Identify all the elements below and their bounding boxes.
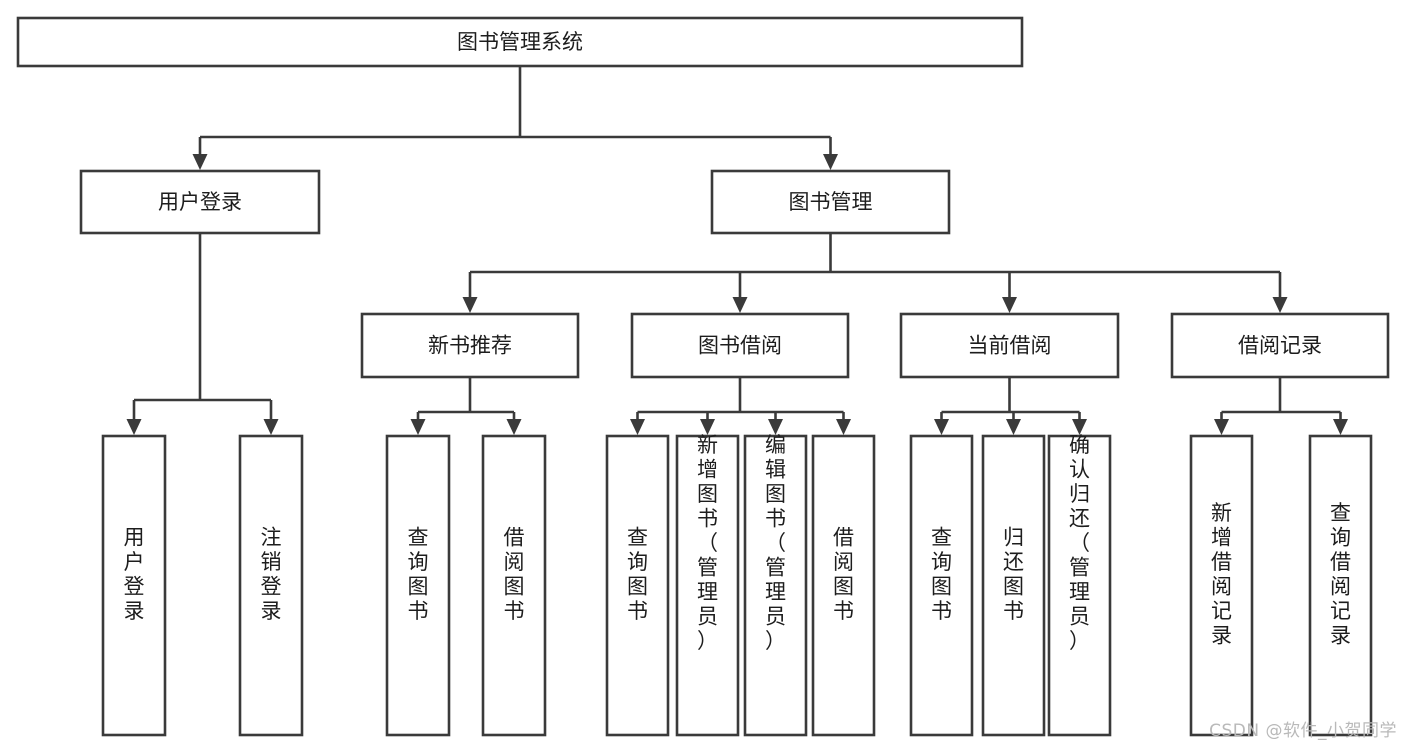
- node-borrow-record[interactable]: 借阅记录: [1170, 312, 1390, 379]
- node-box-leaf-add-record: [1189, 434, 1254, 737]
- node-box-leaf-borrow-book-1: [481, 434, 547, 737]
- nodes-layer: 图书管理系统用户登录图书管理新书推荐图书借阅当前借阅借阅记录用户登录注销登录查询…: [16, 16, 1390, 737]
- node-box-leaf-confirm-return: [1047, 434, 1112, 737]
- arrow-head-icon: [1006, 419, 1021, 435]
- node-label-leaf-confirm-return: 确认归还（管理员）: [1069, 433, 1090, 653]
- node-label-leaf-edit-book: 编辑图书（管理员）: [765, 433, 786, 653]
- node-box-undefined: [16, 16, 1024, 68]
- node-leaf-query-book-3[interactable]: 查询图书: [909, 434, 974, 737]
- node-label-leaf-return-book: 归还图书: [1003, 526, 1024, 624]
- node-leaf-query-book-2[interactable]: 查询图书: [605, 434, 670, 737]
- node-label-leaf-user-login: 用户登录: [124, 526, 145, 624]
- node-label-leaf-add-book: 新增图书（管理员）: [697, 433, 718, 653]
- node-leaf-add-book[interactable]: 新增图书（管理员）: [675, 433, 740, 737]
- node-box-new-book-rec: [360, 312, 580, 379]
- arrow-head-icon: [836, 419, 851, 435]
- node-leaf-return-book[interactable]: 归还图书: [981, 434, 1046, 737]
- arrow-head-icon: [126, 419, 142, 435]
- node-box-current-borrow: [899, 312, 1120, 379]
- arrow-head-icon: [823, 154, 838, 170]
- node-box-book-manage: [710, 169, 951, 235]
- arrow-head-icon: [630, 419, 645, 435]
- node-label-user-login: 用户登录: [158, 190, 242, 214]
- node-label-leaf-logout: 注销登录: [261, 526, 282, 624]
- node-box-leaf-return-book: [981, 434, 1046, 737]
- node-label-borrow-record: 借阅记录: [1238, 334, 1322, 358]
- arrow-head-icon: [1002, 297, 1017, 313]
- node-box-leaf-add-book: [675, 434, 740, 737]
- node-user-login[interactable]: 用户登录: [79, 169, 321, 235]
- arrow-head-icon: [934, 419, 949, 435]
- arrow-head-icon: [732, 297, 748, 313]
- node-leaf-edit-book[interactable]: 编辑图书（管理员）: [743, 433, 808, 737]
- arrow-head-icon: [462, 297, 478, 313]
- arrow-head-icon: [263, 419, 279, 435]
- node-label-leaf-query-book-3: 查询图书: [931, 526, 952, 624]
- node-label-leaf-query-book-1: 查询图书: [408, 526, 429, 624]
- node-book-borrow[interactable]: 图书借阅: [630, 312, 850, 379]
- node-label-undefined: 图书管理系统: [457, 30, 583, 54]
- node-label-leaf-add-record: 新增借阅记录: [1211, 501, 1232, 648]
- node-new-book-rec[interactable]: 新书推荐: [360, 312, 580, 379]
- arrow-head-icon: [768, 419, 783, 435]
- node-box-leaf-query-book-2: [605, 434, 670, 737]
- node-box-book-borrow: [630, 312, 850, 379]
- node-box-leaf-query-book-1: [385, 434, 451, 737]
- node-label-book-borrow: 图书借阅: [698, 334, 782, 358]
- node-label-leaf-borrow-book-2: 借阅图书: [833, 526, 854, 624]
- node-leaf-add-record[interactable]: 新增借阅记录: [1189, 434, 1254, 737]
- node-label-leaf-query-record: 查询借阅记录: [1330, 501, 1351, 648]
- node-box-leaf-user-login: [101, 434, 167, 737]
- node-box-borrow-record: [1170, 312, 1390, 379]
- node-leaf-user-login[interactable]: 用户登录: [101, 434, 167, 737]
- node-leaf-confirm-return[interactable]: 确认归还（管理员）: [1047, 433, 1112, 737]
- node-leaf-query-record[interactable]: 查询借阅记录: [1308, 434, 1373, 737]
- arrow-head-icon: [1072, 419, 1087, 435]
- arrow-head-icon: [410, 419, 426, 435]
- node-label-current-borrow: 当前借阅: [968, 334, 1052, 358]
- arrow-head-icon: [1214, 419, 1229, 435]
- node-box-leaf-borrow-book-2: [811, 434, 876, 737]
- node-box-leaf-query-record: [1308, 434, 1373, 737]
- connectors-layer: [126, 66, 1348, 435]
- node-label-book-manage: 图书管理: [789, 190, 873, 214]
- arrow-head-icon: [1272, 297, 1288, 313]
- node-leaf-borrow-book-1[interactable]: 借阅图书: [481, 434, 547, 737]
- arrow-head-icon: [192, 154, 208, 170]
- node-undefined[interactable]: 图书管理系统: [16, 16, 1024, 68]
- node-book-manage[interactable]: 图书管理: [710, 169, 951, 235]
- arrow-head-icon: [1333, 419, 1348, 435]
- node-leaf-borrow-book-2[interactable]: 借阅图书: [811, 434, 876, 737]
- node-box-user-login: [79, 169, 321, 235]
- arrow-head-icon: [700, 419, 715, 435]
- node-label-new-book-rec: 新书推荐: [428, 334, 512, 358]
- node-box-leaf-query-book-3: [909, 434, 974, 737]
- arrow-head-icon: [506, 419, 522, 435]
- node-box-leaf-logout: [238, 434, 304, 737]
- node-label-leaf-borrow-book-1: 借阅图书: [504, 526, 525, 624]
- node-leaf-logout[interactable]: 注销登录: [238, 434, 304, 737]
- node-box-leaf-edit-book: [743, 434, 808, 737]
- node-label-leaf-query-book-2: 查询图书: [627, 526, 648, 624]
- node-current-borrow[interactable]: 当前借阅: [899, 312, 1120, 379]
- node-leaf-query-book-1[interactable]: 查询图书: [385, 434, 451, 737]
